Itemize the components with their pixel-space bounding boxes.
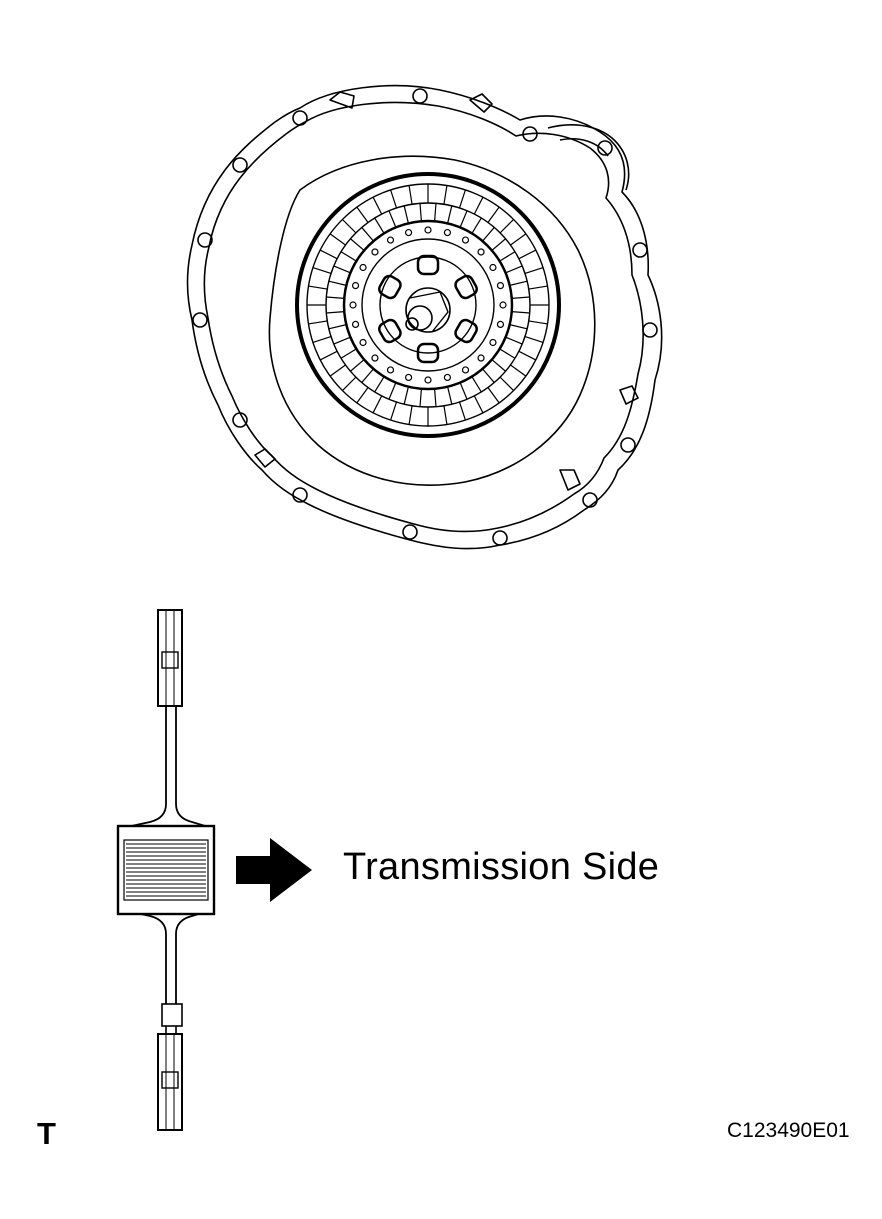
disc-outer-rim (295, 172, 561, 438)
disc-hub (405, 287, 451, 333)
corner-mark-label: T (37, 1116, 56, 1151)
profile-hub (116, 824, 216, 916)
transaxle-housing-outline (186, 84, 663, 550)
figure-code-label: C123490E01 (727, 1119, 850, 1142)
direction-arrow-right-icon (236, 838, 312, 902)
clutch-disc-drawing (295, 172, 561, 438)
transmission-side-label: Transmission Side (343, 846, 660, 888)
clutch-disc-side-profile (116, 609, 216, 1131)
